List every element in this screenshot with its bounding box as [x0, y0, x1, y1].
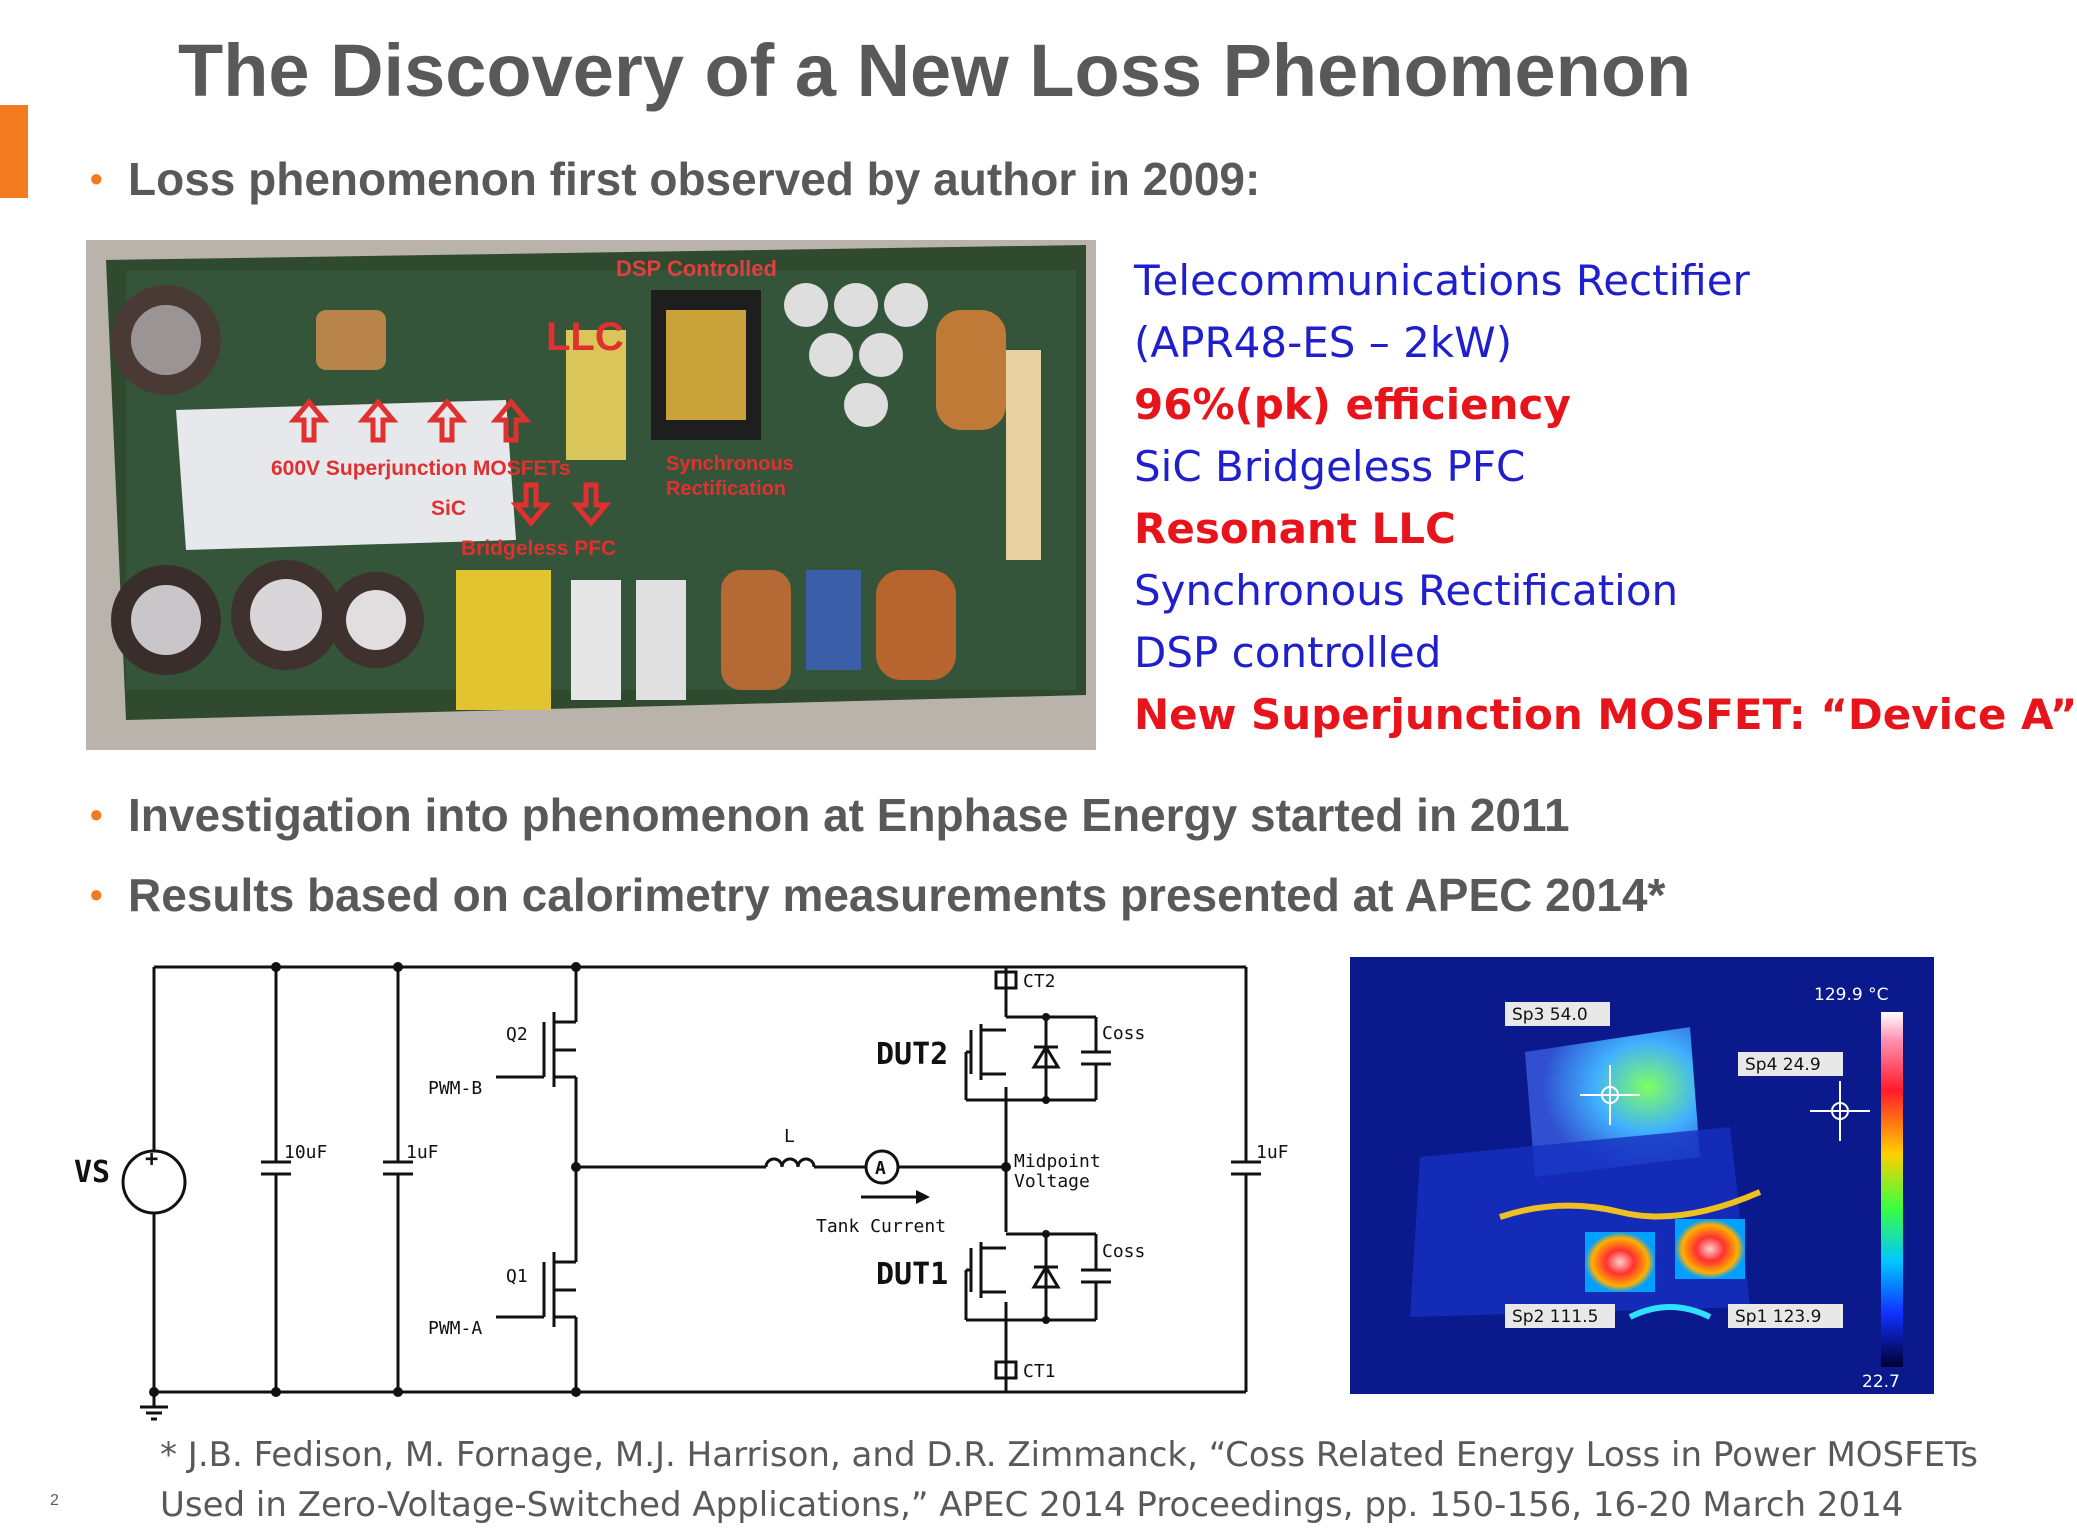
accent-bar: [0, 105, 28, 198]
label-10uf: 10uF: [284, 1142, 327, 1163]
label-1uf-a: 1uF: [406, 1142, 439, 1163]
label-sic: SiC: [431, 497, 466, 520]
spec-item: 96%(pk) efficiency: [1134, 380, 1571, 429]
bullet-2: • Investigation into phenomenon at Enphas…: [90, 788, 1570, 842]
label-1uf-b: 1uF: [1256, 1142, 1289, 1163]
bullet-dot: •: [90, 157, 103, 199]
bullet-3: • Results based on calorimetry measuremen…: [90, 868, 1665, 922]
label-voltage: Voltage: [1014, 1171, 1090, 1192]
spot-sp3: Sp3 54.0: [1512, 1005, 1588, 1025]
footnote-line: * J.B. Fedison, M. Fornage, M.J. Harriso…: [160, 1435, 1979, 1475]
label-q1: Q1: [506, 1266, 528, 1287]
label-dsp: DSP Controlled: [616, 256, 777, 281]
label-mosfets: 600V Superjunction MOSFETs: [271, 457, 571, 480]
label-coss-2: Coss: [1102, 1023, 1145, 1044]
spec-item: New Superjunction MOSFET: “Device A”: [1134, 690, 2077, 739]
thermal-image: Sp3 54.0 Sp4 24.9 Sp2 111.5 Sp1 123.9 12…: [1350, 957, 1934, 1394]
bullet-1: • Loss phenomenon first observed by autho…: [90, 152, 1260, 206]
spec-item: Resonant LLC: [1134, 504, 1456, 553]
footnote: * J.B. Fedison, M. Fornage, M.J. Harriso…: [160, 1430, 1978, 1530]
spot-sp4: Sp4 24.9: [1745, 1055, 1821, 1075]
footnote-line: Used in Zero-Voltage-Switched Applicatio…: [160, 1485, 1904, 1525]
bullet-dot: •: [90, 793, 103, 835]
label-sync-2: Rectification: [666, 478, 786, 500]
label-tank-current: Tank Current: [816, 1216, 946, 1237]
bullet-text: Investigation into phenomenon at Enphase…: [128, 789, 1570, 841]
label-pwm-b: PWM-B: [428, 1078, 482, 1099]
label-ct2: CT2: [1023, 971, 1056, 992]
scale-min: 22.7: [1862, 1372, 1900, 1392]
rectifier-board-illustration: DSP Controlled LLC 600V Superjunction MO…: [86, 240, 1096, 750]
page-number: 2: [50, 1492, 59, 1509]
label-dut2: DUT2: [876, 1037, 948, 1072]
circuit-schematic: VS + 10uF 1uF 1uF Q2 Q1 PWM-B PWM-A L A …: [74, 962, 1289, 1421]
label-bridgeless: Bridgeless PFC: [461, 537, 616, 560]
label-dut1: DUT1: [876, 1257, 948, 1292]
label-vs: VS: [74, 1155, 110, 1190]
label-plus: +: [145, 1147, 158, 1172]
scale-max: 129.9 °C: [1814, 985, 1888, 1005]
label-ct1: CT1: [1023, 1361, 1056, 1382]
spec-item: DSP controlled: [1134, 628, 1442, 677]
slide-title: The Discovery of a New Loss Phenomenon: [178, 29, 1692, 112]
label-q2: Q2: [506, 1024, 528, 1045]
spot-sp1: Sp1 123.9: [1735, 1307, 1821, 1327]
label-coss-1: Coss: [1102, 1241, 1145, 1262]
bullet-text: Loss phenomenon first observed by author…: [128, 153, 1261, 205]
spec-item: SiC Bridgeless PFC: [1134, 442, 1526, 491]
rectifier-board-photo: DSP Controlled LLC 600V Superjunction MO…: [86, 240, 1096, 750]
label-inductor: L: [784, 1126, 795, 1147]
spec-item: Synchronous Rectification: [1134, 566, 1679, 615]
spec-item: Telecommunications Rectifier: [1134, 256, 1750, 305]
label-midpoint: Midpoint: [1014, 1151, 1101, 1172]
label-ammeter: A: [875, 1158, 886, 1179]
label-llc: LLC: [546, 315, 624, 359]
bullet-text: Results based on calorimetry measurement…: [128, 869, 1666, 921]
spec-list: Telecommunications Rectifier (APR48-ES –…: [1134, 250, 2077, 746]
spot-sp2: Sp2 111.5: [1512, 1307, 1598, 1327]
label-pwm-a: PWM-A: [428, 1318, 482, 1339]
bullet-dot: •: [90, 873, 103, 915]
spec-item: (APR48-ES – 2kW): [1134, 318, 1513, 367]
label-sync-1: Synchronous: [666, 453, 794, 475]
